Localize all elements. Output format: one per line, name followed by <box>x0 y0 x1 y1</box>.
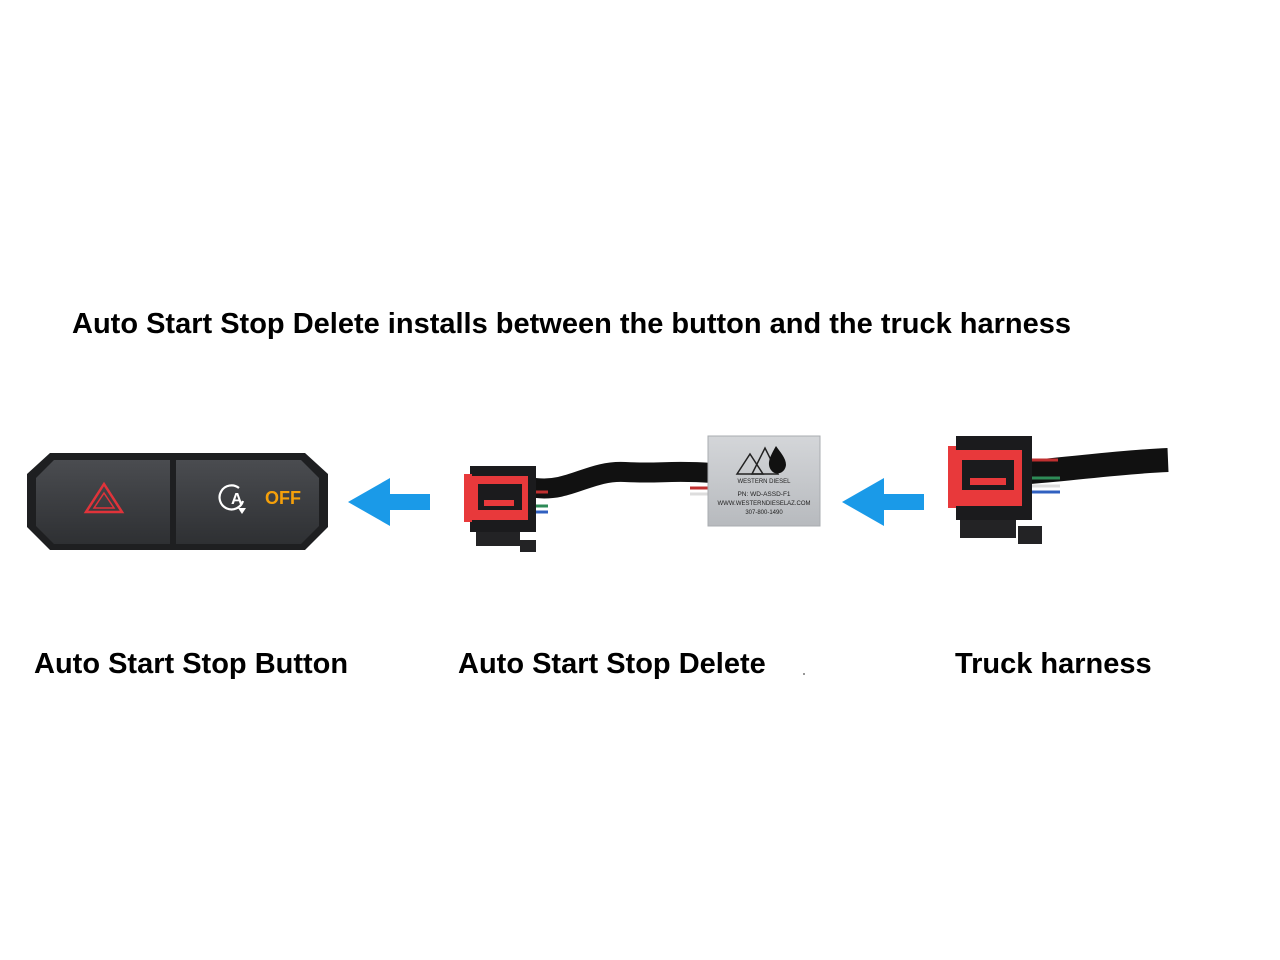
caption-truck-harness: Truck harness <box>955 648 1152 680</box>
hazard-key <box>36 460 170 544</box>
auto-start-stop-button-photo: A OFF <box>27 453 328 550</box>
module-phone: 307-800-1490 <box>745 510 783 516</box>
truck-harness-photo <box>948 436 1169 544</box>
caption-auto-start-stop-button: Auto Start Stop Button <box>34 648 349 680</box>
headline: Auto Start Stop Delete installs between … <box>72 308 1072 340</box>
auto-stop-key <box>176 460 319 544</box>
module-part-number: PN: WD-ASSD-F1 <box>737 491 790 498</box>
stray-dot <box>803 673 805 675</box>
module-brand: WESTERN DIESEL <box>737 479 791 485</box>
mountain-logo-icon <box>735 446 786 475</box>
auto-start-stop-icon: A <box>218 484 246 514</box>
caption-auto-start-stop-delete: Auto Start Stop Delete <box>458 648 766 680</box>
hazard-triangle-icon <box>83 481 125 514</box>
module-box: WESTERN DIESEL PN: WD-ASSD-F1 WWW.WESTER… <box>707 435 821 527</box>
auto-start-stop-delete-photo: WESTERN DIESEL PN: WD-ASSD-F1 WWW.WESTER… <box>464 435 821 552</box>
off-indicator: OFF <box>265 488 301 508</box>
arrow-left-icon <box>348 478 430 526</box>
module-website: WWW.WESTERNDIESELAZ.COM <box>718 501 811 507</box>
arrow-left-icon <box>842 478 924 526</box>
auto-symbol: A <box>231 491 243 508</box>
module-connector <box>464 466 536 552</box>
